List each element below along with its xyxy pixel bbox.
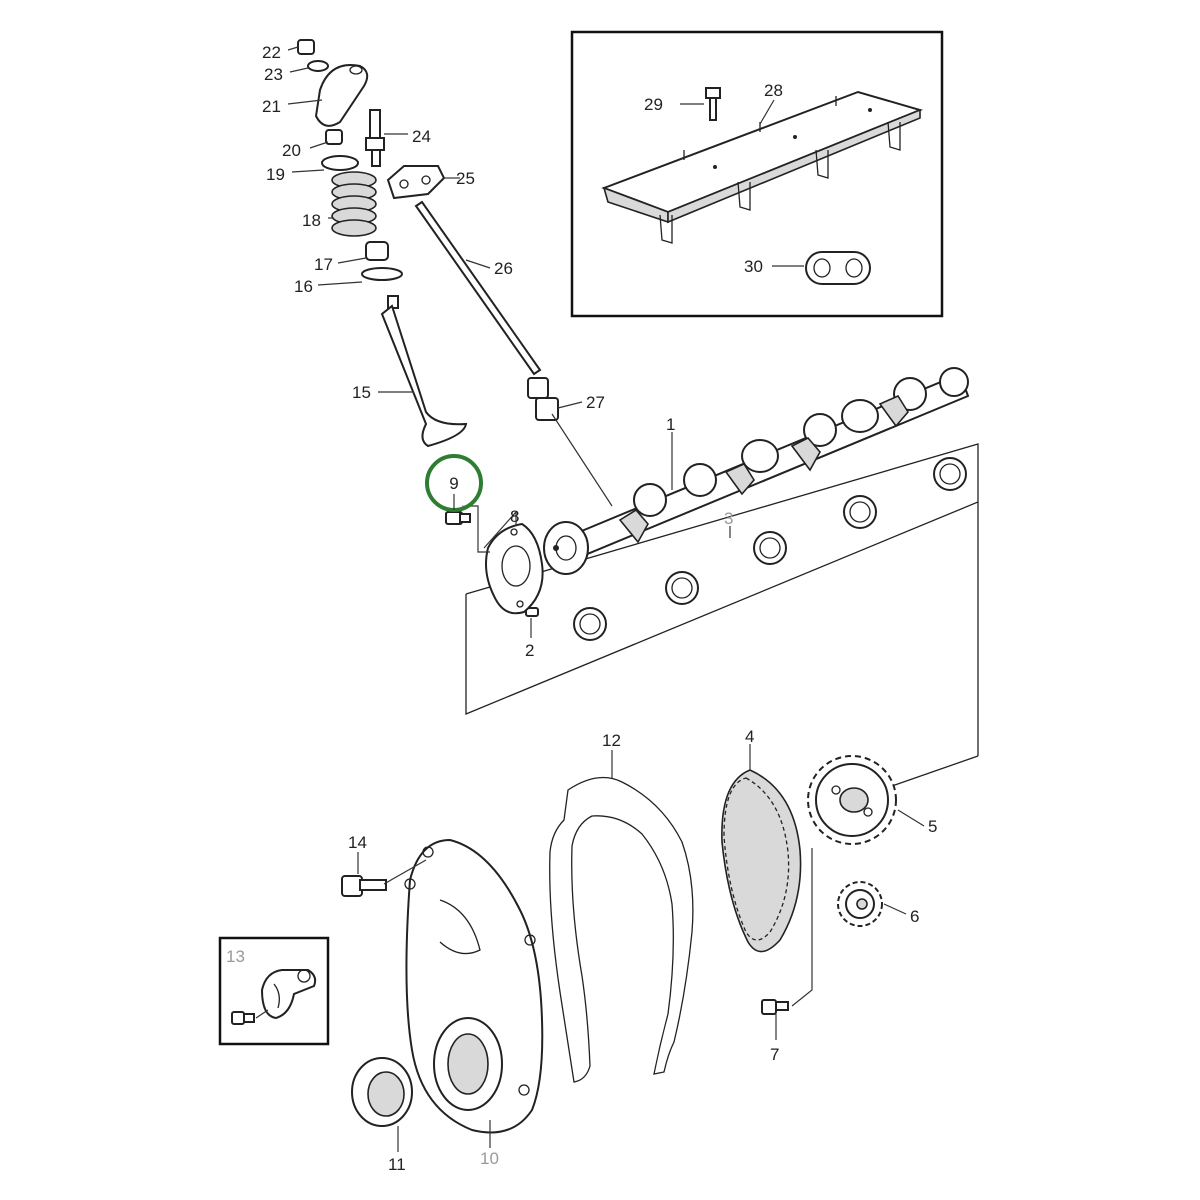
callout-18: 18: [302, 211, 321, 230]
callout-10: 10: [480, 1149, 499, 1168]
callout-8: 8: [510, 507, 519, 526]
pushrod[interactable]: [414, 200, 542, 376]
callout-28: 28: [764, 81, 783, 100]
camshaft-sprocket[interactable]: [807, 755, 897, 845]
callout-9: 9: [449, 474, 458, 493]
inset-frame-small: [218, 936, 330, 1046]
callout-21: 21: [262, 97, 281, 116]
callout-26: 26: [494, 259, 513, 278]
camshaft-bearings[interactable]: [573, 457, 967, 641]
camshaft-assembly: [445, 367, 979, 787]
valve-train-assembly: [287, 39, 613, 507]
rocker-arm[interactable]: [314, 64, 369, 127]
callout-7: 7: [770, 1045, 779, 1064]
callout-23: 23: [264, 65, 283, 84]
timing-chain[interactable]: [721, 769, 802, 953]
thrust-plate-bolt[interactable]: [445, 511, 471, 525]
callout-12: 12: [602, 731, 621, 750]
callout-24: 24: [412, 127, 431, 146]
sensor-bolt[interactable]: [231, 1011, 255, 1025]
valve-spring[interactable]: [330, 171, 377, 237]
callout-6: 6: [910, 907, 919, 926]
spring-seat[interactable]: [361, 267, 403, 281]
callout-2: 2: [525, 641, 534, 660]
callout-20: 20: [282, 141, 301, 160]
callout-15: 15: [352, 383, 371, 402]
callout-16: 16: [294, 277, 313, 296]
pushrod-guide[interactable]: [386, 165, 446, 200]
rail-bolt[interactable]: [705, 87, 721, 121]
camshaft[interactable]: [543, 367, 970, 575]
sprocket-bolt[interactable]: [761, 999, 789, 1015]
cover-bolt[interactable]: [341, 875, 387, 897]
highlighted-callout-9[interactable]: 9: [425, 454, 483, 512]
crankshaft-sprocket[interactable]: [837, 881, 883, 927]
crankshaft-position-sensor[interactable]: [260, 969, 317, 1020]
lifter-guide-rail[interactable]: [601, 90, 924, 244]
rocker-washer[interactable]: [307, 60, 329, 72]
callout-17: 17: [314, 255, 333, 274]
callout-4: 4: [745, 727, 754, 746]
callout-labels: 22 23 21 24 20 19 25 18 17 26 16 15 27 1…: [226, 43, 937, 1174]
inset-frame: [570, 30, 944, 318]
callout-30: 30: [744, 257, 763, 276]
rocker-nut[interactable]: [297, 39, 315, 55]
callout-22: 22: [262, 43, 281, 62]
timing-drive-assembly: [341, 744, 925, 1152]
thrust-plate[interactable]: [485, 522, 544, 615]
callout-5: 5: [928, 817, 937, 836]
crankshaft-seal[interactable]: [351, 1057, 413, 1127]
valve-stem-seal[interactable]: [365, 241, 389, 261]
hydraulic-lifter[interactable]: [527, 377, 559, 421]
callout-29: 29: [644, 95, 663, 114]
inset-crank-sensor: [218, 936, 330, 1046]
callout-3: 3: [724, 509, 733, 528]
timing-cover[interactable]: [404, 838, 544, 1134]
dowel-pin[interactable]: [525, 607, 539, 617]
spring-retainer[interactable]: [321, 155, 359, 171]
callout-27: 27: [586, 393, 605, 412]
callout-19: 19: [266, 165, 285, 184]
rocker-ball[interactable]: [325, 129, 343, 145]
timing-cover-gasket[interactable]: [549, 776, 694, 1083]
callout-25: 25: [456, 169, 475, 188]
callout-13: 13: [226, 947, 245, 966]
callout-1: 1: [666, 415, 675, 434]
rocker-stud[interactable]: [365, 109, 385, 167]
oval-seal[interactable]: [805, 251, 871, 285]
inset-lifter-guide: [570, 30, 944, 318]
callout-14: 14: [348, 833, 367, 852]
valve[interactable]: [380, 295, 468, 448]
callout-11: 11: [388, 1155, 406, 1174]
